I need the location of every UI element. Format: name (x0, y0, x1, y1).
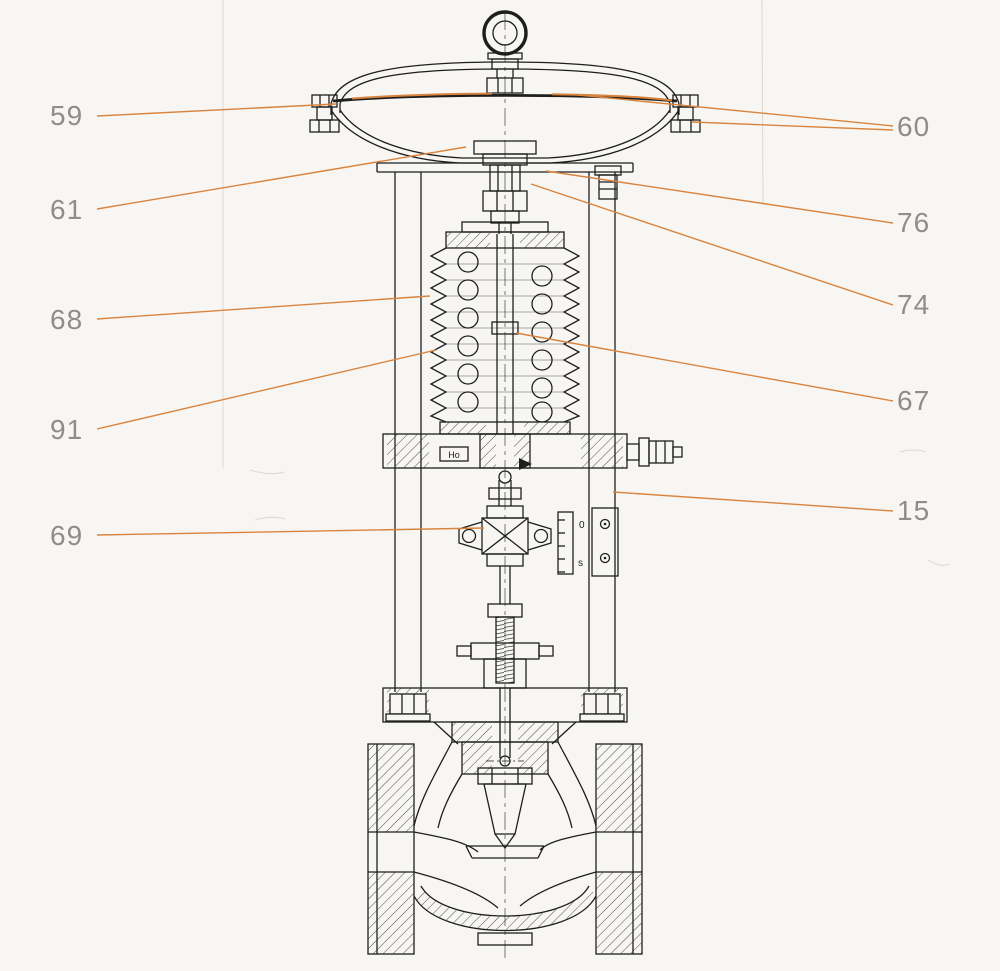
yoke-plate-upper: Ho (382, 433, 683, 484)
scale-zero-label: 0 (579, 520, 585, 531)
bonnet (451, 688, 559, 775)
adjuster-tag-label: Ho (448, 450, 460, 460)
callout-15: 15 (897, 495, 931, 526)
callout-60: 60 (897, 111, 931, 142)
callout-61: 61 (50, 194, 84, 225)
callout-76: 76 (897, 207, 931, 238)
callout-74: 74 (897, 289, 931, 320)
callout-59: 59 (50, 100, 84, 131)
yoke-plate-lower (382, 687, 628, 745)
paper-artifacts (222, 0, 951, 566)
stem-guide-assembly (473, 140, 537, 234)
callout-68: 68 (50, 304, 84, 335)
travel-indicator-scale: 0 s (557, 507, 619, 577)
vent-fitting (594, 165, 622, 200)
packing-gland (456, 566, 554, 689)
scale-s-label: s (578, 558, 583, 569)
valve-body (367, 741, 643, 955)
callout-69: 69 (50, 520, 84, 551)
callout-67: 67 (897, 385, 931, 416)
callout-91: 91 (50, 414, 84, 445)
